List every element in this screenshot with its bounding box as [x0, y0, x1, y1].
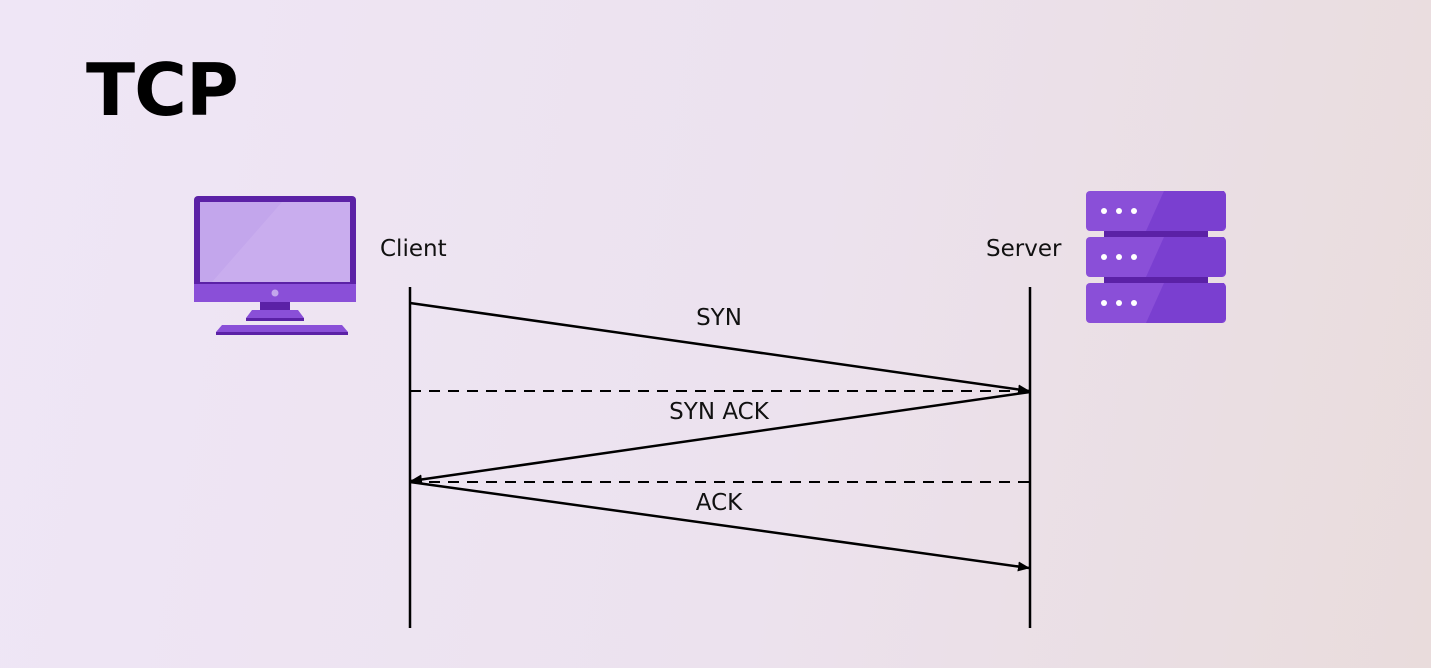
page-title: TCP [86, 48, 239, 132]
server-label: Server [986, 236, 1062, 262]
computer-monitor-icon [192, 194, 358, 340]
ack-arrow [409, 480, 1030, 572]
server-rack-icon [1084, 189, 1228, 331]
ack-label: ACK [695, 490, 743, 516]
syn-label: SYN [696, 305, 742, 331]
syn-ack-arrow [410, 390, 1031, 485]
syn-ack-label: SYN ACK [669, 399, 769, 425]
syn-arrow [409, 301, 1030, 395]
client-label: Client [380, 236, 447, 262]
